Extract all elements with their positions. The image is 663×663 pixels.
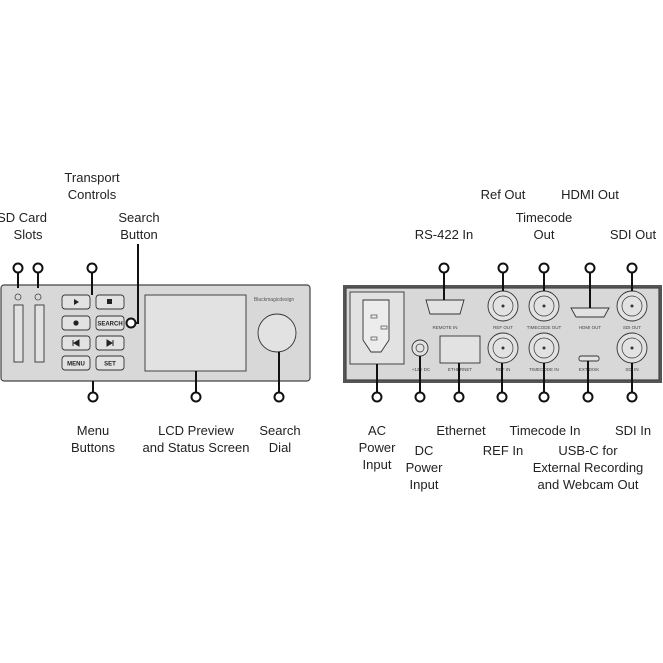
play-icon — [74, 299, 79, 305]
skip-back-icon — [72, 339, 80, 347]
stop-icon — [107, 299, 112, 304]
front-panel: SEARCH MENU SET Blackmagicdesign — [0, 284, 311, 382]
led-icon — [14, 293, 22, 301]
label-sdi-in: SDI In — [615, 423, 651, 438]
timecode-out-label: TIMECODE OUT — [527, 325, 562, 330]
set-button-label: SET — [104, 362, 116, 368]
skip-forward-icon — [106, 339, 114, 347]
sd-card-slot-1 — [13, 304, 24, 363]
dc-jack — [411, 339, 429, 357]
label-ref-in: REF In — [483, 443, 523, 458]
callout-markers — [12, 262, 638, 403]
callout-lines — [17, 244, 633, 392]
remote-in-label: REMOTE IN — [432, 325, 457, 330]
ethernet-label: ETHERNET — [448, 367, 473, 372]
label-ref-out: Ref Out — [481, 187, 526, 202]
search-button — [95, 315, 125, 331]
rs422-connector — [425, 299, 465, 315]
hdmi-port — [570, 307, 610, 318]
lcd-screen — [144, 294, 247, 372]
record-icon — [73, 320, 79, 326]
label-ethernet: Ethernet — [436, 423, 486, 438]
set-button — [95, 355, 125, 371]
sd-card-slot-2 — [34, 304, 45, 363]
search-button-label: SEARCH — [97, 322, 122, 328]
led-icon — [34, 293, 42, 301]
label-rs422-in: RS-422 In — [415, 227, 474, 242]
sdi-out-label: SDI OUT — [623, 325, 642, 330]
brand-logo: Blackmagicdesign — [254, 297, 295, 303]
menu-button-label: MENU — [67, 362, 85, 368]
label-sdi-out: SDI Out — [610, 227, 657, 242]
transport-buttons: SEARCH MENU SET — [61, 294, 125, 371]
hdmi-out-label: HDMI OUT — [579, 325, 601, 330]
ref-out-label: REF OUT — [493, 325, 513, 330]
menu-button — [61, 355, 91, 371]
usb-c-port — [578, 355, 600, 362]
ethernet-port — [439, 335, 481, 364]
dc-label: +12V DC — [412, 367, 431, 372]
label-hdmi-out: HDMI Out — [561, 187, 619, 202]
search-dial — [257, 313, 297, 353]
label-timecode-in: Timecode In — [509, 423, 580, 438]
